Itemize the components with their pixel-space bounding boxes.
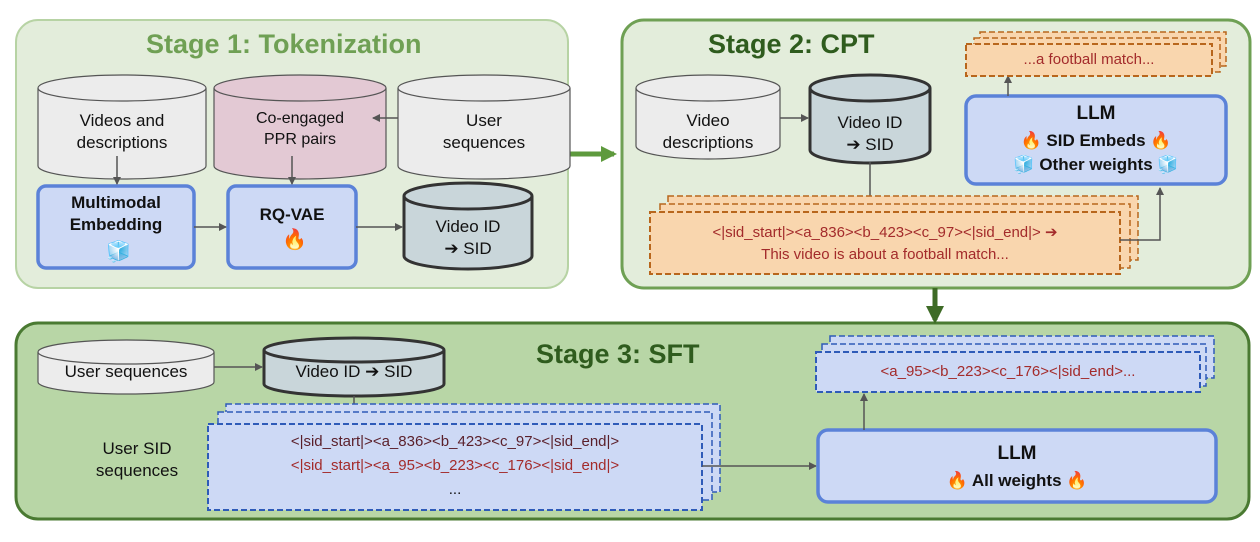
ice-icon: 🧊 <box>1157 155 1179 174</box>
video-desc-line2: descriptions <box>662 133 754 152</box>
stage1-videoid-line1: Video ID <box>435 217 501 236</box>
multimodal-line1: Multimodal <box>71 193 161 212</box>
stage3-title: Stage 3: SFT <box>536 339 700 369</box>
user-seq-db-label: User sequences <box>398 110 570 154</box>
stage2-videoid-label: Video ID ➔ SID <box>810 112 930 156</box>
user-seq-db-line1: User <box>466 111 502 130</box>
multimodal-label: Multimodal Embedding <box>38 192 194 236</box>
videos-db-line1: Videos and <box>79 111 165 130</box>
user-sid-label: User SID sequences <box>72 438 202 482</box>
stage2-output-text: ...a football match... <box>1023 51 1155 68</box>
stage3-llm-box <box>816 428 1218 504</box>
ppr-db-line2: PPR pairs <box>263 131 337 148</box>
sid-seq-line3: ... <box>448 481 462 498</box>
sft-output-stack <box>815 335 1215 393</box>
sid-sequences-text: <|sid_start|><a_836><b_423><c_97><|sid_e… <box>208 430 702 502</box>
rqvae-label: RQ-VAE <box>259 205 325 224</box>
sid-sequences-stack <box>207 403 721 511</box>
sid-embeds-label: SID Embeds <box>1046 131 1146 150</box>
ice-icon: 🧊 <box>1013 155 1035 174</box>
ppr-pairs-database <box>213 74 387 180</box>
doc-to-llm-arrow <box>1120 187 1164 241</box>
ppr-db-label: Co-engaged PPR pairs <box>214 108 386 150</box>
cpt-doc-text: <|sid_start|><a_836><b_423><c_97><|sid_e… <box>650 222 1120 266</box>
stage2-llm-title: LLM <box>1076 103 1116 124</box>
sft-output-text: <a_95><b_223><c_176><|sid_end>... <box>880 363 1136 380</box>
rqvae-box <box>226 184 358 270</box>
user-sid-line2: sequences <box>95 461 179 480</box>
stage2-llm-line1: 🔥 SID Embeds 🔥 <box>966 130 1226 152</box>
stage3-llm-line1: 🔥 All weights 🔥 <box>818 470 1216 492</box>
ppr-db-line1: Co-engaged <box>255 110 345 127</box>
sid-seq-line2: <|sid_start|><a_95><b_223><c_176><|sid_e… <box>290 457 620 474</box>
videos-descriptions-database <box>37 74 207 180</box>
stage3-videoid-label: Video ID ➔ SID <box>295 362 413 381</box>
stage1-title: Stage 1: Tokenization <box>146 29 422 59</box>
stage1-videoid-line2: ➔ SID <box>444 239 492 258</box>
stage1-videoid-label: Video ID ➔ SID <box>404 216 532 260</box>
video-desc-label: Video descriptions <box>636 110 780 154</box>
videos-db-label: Videos and descriptions <box>38 110 206 154</box>
stage2-output-stack <box>965 31 1227 77</box>
stage2-videoid-line1: Video ID <box>837 113 903 132</box>
cpt-doc-line2: This video is about a football match... <box>761 246 1009 263</box>
user-sequences-database <box>397 74 571 180</box>
stage2-title: Stage 2: CPT <box>708 29 875 59</box>
ice-icon: 🧊 <box>106 241 131 263</box>
stage2-llm-line2: 🧊 Other weights 🧊 <box>966 154 1226 176</box>
user-sid-line1: User SID <box>102 439 172 458</box>
cpt-doc-line1: <|sid_start|><a_836><b_423><c_97><|sid_e… <box>712 224 1058 241</box>
stage3-llm-title: LLM <box>997 443 1037 464</box>
stage3-videoid-database <box>262 336 446 398</box>
stage3-user-sequences-database <box>37 339 215 395</box>
user-seq-db-line2: sequences <box>442 133 526 152</box>
stage2-videoid-database <box>808 73 932 165</box>
fire-icon: 🔥 <box>946 471 968 490</box>
stage1-videoid-database <box>402 181 534 271</box>
sid-seq-line1: <|sid_start|><a_836><b_423><c_97><|sid_e… <box>290 433 620 450</box>
stage2-llm-box <box>964 94 1228 186</box>
fire-icon: 🔥 <box>1150 131 1172 150</box>
videos-db-line2: descriptions <box>76 133 168 152</box>
cpt-document-stack <box>649 195 1139 275</box>
fire-icon: 🔥 <box>282 229 307 251</box>
video-desc-line1: Video <box>686 111 730 130</box>
video-descriptions-database <box>635 74 781 160</box>
other-weights-label: Other weights <box>1039 155 1153 174</box>
stage2-videoid-line2: ➔ SID <box>846 135 894 154</box>
fire-icon: 🔥 <box>1066 471 1088 490</box>
stage3-user-seq-label: User sequences <box>64 362 188 381</box>
fire-icon: 🔥 <box>1020 131 1042 150</box>
multimodal-line2: Embedding <box>69 215 163 234</box>
all-weights-label: All weights <box>971 471 1062 490</box>
